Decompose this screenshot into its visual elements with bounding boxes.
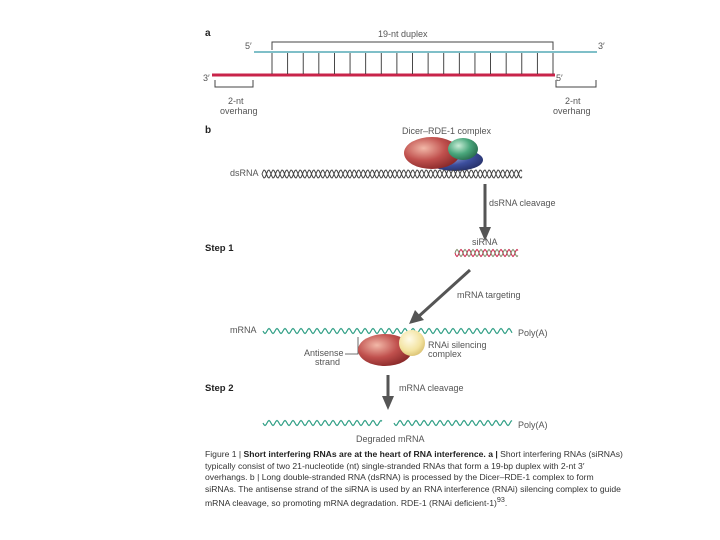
duplex-label: 19-nt duplex bbox=[378, 29, 428, 39]
degraded-mrna-left bbox=[262, 419, 383, 427]
risc-label-line2: complex bbox=[428, 349, 462, 359]
mrna-strand bbox=[262, 327, 513, 335]
panel-a-label: a bbox=[205, 28, 211, 39]
antisense-label-line2: strand bbox=[315, 357, 341, 367]
base-pair-rungs bbox=[271, 53, 554, 74]
sirna-fragments bbox=[454, 248, 519, 258]
caption-ref: 93 bbox=[496, 496, 505, 505]
sirna-label: siRNA bbox=[472, 237, 498, 247]
caption-body: Short interfering RNAs (siRNAs) typicall… bbox=[205, 449, 623, 509]
mrna-label: mRNA bbox=[230, 325, 257, 335]
dsrna-strand-2 bbox=[261, 169, 523, 179]
step-1-label: Step 1 bbox=[205, 243, 234, 254]
panel-a-duplex bbox=[212, 41, 597, 88]
dsrna-label: dsRNA bbox=[230, 168, 259, 178]
degraded-mrna-label: Degraded mRNA bbox=[356, 434, 425, 444]
sirna-strand-1 bbox=[454, 248, 519, 258]
degraded-mrna-right bbox=[393, 419, 513, 427]
risc-yellow-subunit bbox=[399, 330, 425, 356]
mrna-targeting-label: mRNA targeting bbox=[457, 290, 521, 300]
polya-label-2: Poly(A) bbox=[518, 420, 548, 430]
caption-title: Short interfering RNAs are at the heart … bbox=[243, 449, 498, 459]
overhang-right-line1: 2-nt bbox=[565, 96, 581, 106]
mrna-cleavage-arrow bbox=[382, 375, 394, 410]
polya-label-1: Poly(A) bbox=[518, 328, 548, 338]
bottom-5prime: 5′ bbox=[556, 73, 563, 83]
duplex-bracket bbox=[271, 41, 554, 50]
targeting-arrow bbox=[409, 268, 472, 324]
overhang-right-line2: overhang bbox=[553, 106, 591, 116]
step-2-label: Step 2 bbox=[205, 383, 234, 394]
overhang-left-line1: 2-nt bbox=[228, 96, 244, 106]
antisense-label-line1: Antisense bbox=[304, 348, 344, 358]
antisense-pointer bbox=[345, 337, 359, 355]
panel-b-label: b bbox=[205, 125, 212, 136]
left-overhang-bracket bbox=[214, 80, 254, 88]
risc-label-line1: RNAi silencing bbox=[428, 340, 487, 350]
dsrna-helix bbox=[261, 169, 523, 179]
caption-end: . bbox=[504, 498, 508, 509]
bottom-3prime: 3′ bbox=[203, 73, 210, 83]
cleavage-arrow bbox=[479, 184, 491, 241]
dicer-green-subunit bbox=[448, 138, 478, 160]
overhang-left-line2: overhang bbox=[220, 106, 258, 116]
top-5prime: 5′ bbox=[245, 41, 252, 51]
risc-red-subunit bbox=[358, 334, 412, 366]
right-overhang-bracket bbox=[555, 80, 597, 88]
dicer-complex bbox=[404, 137, 483, 171]
figure-caption: Figure 1 | Short interfering RNAs are at… bbox=[205, 449, 625, 510]
risc-complex bbox=[358, 330, 425, 366]
caption-prefix: Figure 1 | bbox=[205, 449, 244, 459]
top-3prime: 3′ bbox=[598, 41, 605, 51]
dsrna-strand-1 bbox=[261, 169, 523, 179]
dicer-label: Dicer–RDE-1 complex bbox=[402, 126, 492, 136]
dicer-red-subunit bbox=[404, 137, 460, 169]
dsrna-cleavage-label: dsRNA cleavage bbox=[489, 198, 556, 208]
mrna-cleavage-label: mRNA cleavage bbox=[399, 383, 464, 393]
sirna-strand-2 bbox=[454, 248, 519, 258]
